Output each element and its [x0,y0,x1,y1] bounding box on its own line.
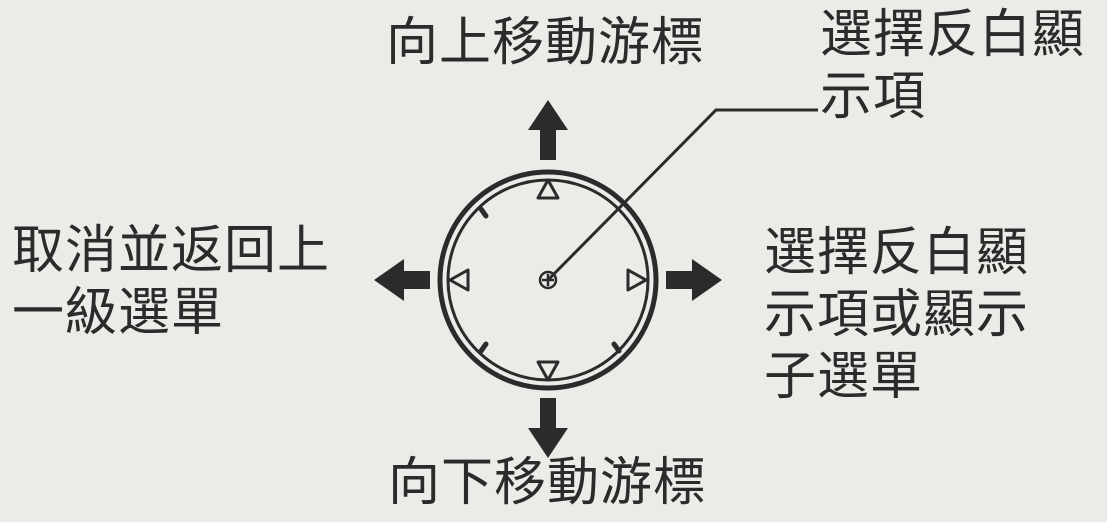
label-line: 向上移動游標 [386,13,705,73]
arrow-left-icon [374,259,430,301]
triangle-up-icon [536,178,560,200]
label-move-cursor-up: 向上移動游標 [386,12,704,74]
label-line: 選擇反白顯 [764,223,1030,283]
arrow-up-icon [528,100,568,160]
triangle-right-icon [626,268,648,292]
label-line: 示項或顯示 [764,285,1030,345]
label-move-cursor-down: 向下移動游標 [388,452,706,514]
label-line: 向下移動游標 [388,453,707,513]
label-line: 一級選單 [12,283,225,343]
label-line: 取消並返回上 [12,221,331,281]
label-line: 示項 [820,67,927,127]
tick-top-left [478,206,489,219]
arrow-right-icon [666,259,722,301]
label-cancel-return: 取消並返回上 一級選單 [12,220,330,344]
label-line: 選擇反白顯 [820,5,1086,65]
wheel-tick-marks [478,206,622,354]
label-select-highlighted: 選擇反白顯 示項 [820,4,1085,128]
label-select-or-submenu: 選擇反白顯 示項或顯示 子選單 [764,222,1029,408]
label-line: 子選單 [764,347,924,407]
tick-bottom-right [611,341,622,354]
triangle-left-icon [448,268,470,292]
triangle-down-icon [536,360,560,382]
arrow-down-icon [528,398,568,458]
tick-bottom-left [478,341,489,354]
center-leader-line [546,108,818,282]
